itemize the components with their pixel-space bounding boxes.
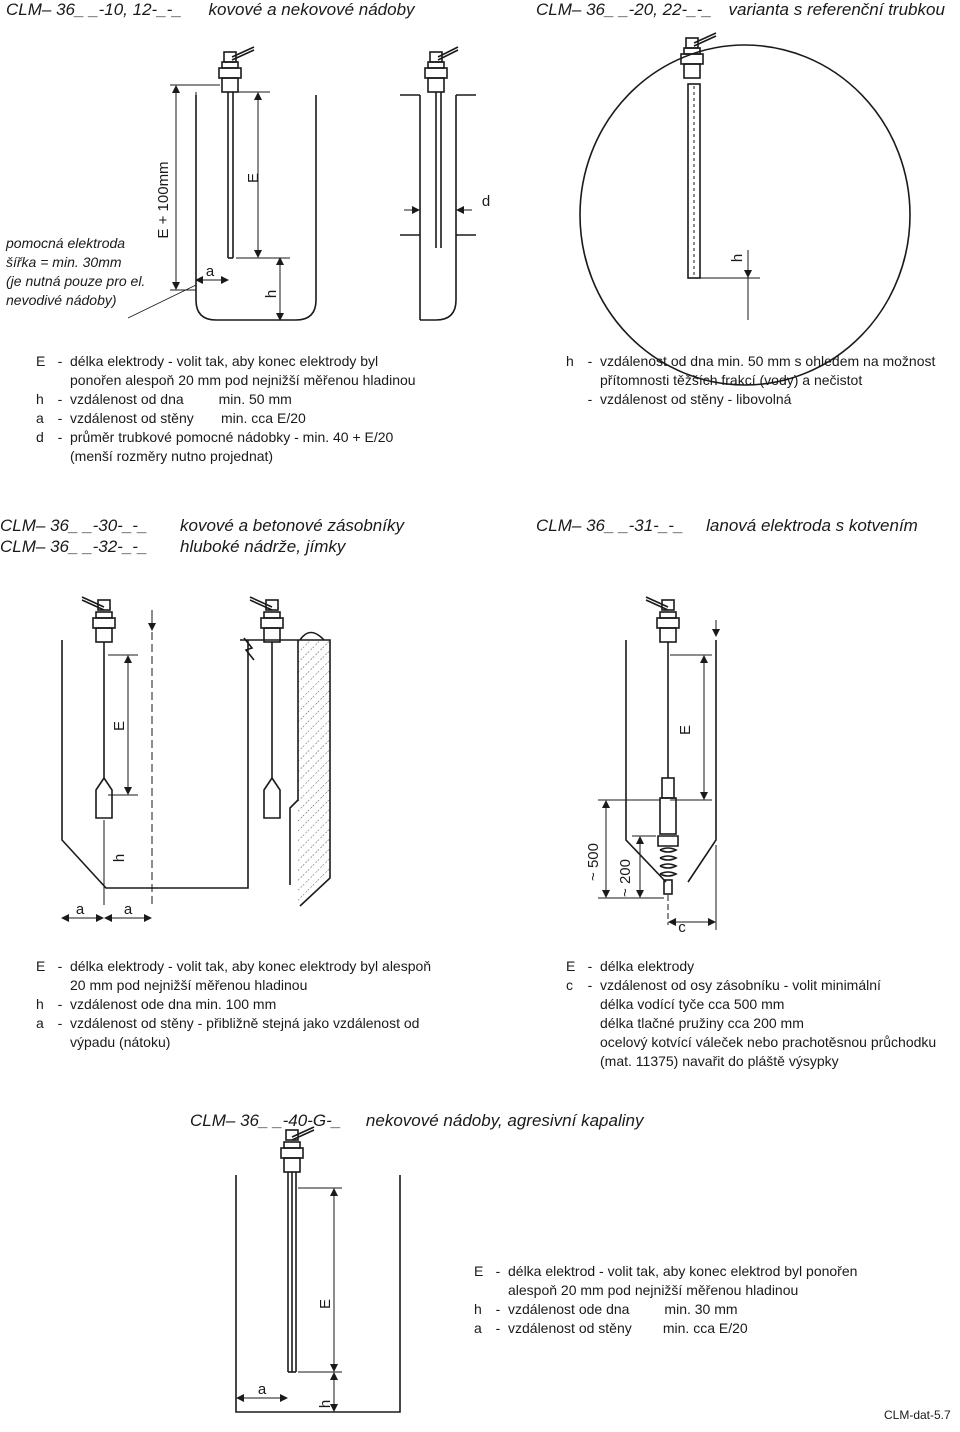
legend-key: a [36, 1015, 44, 1031]
legend-text: vzdálenost ode dna min. 100 mm [70, 996, 277, 1012]
note-line: nevodivé nádoby) [6, 292, 117, 308]
legend-key: h [36, 391, 44, 407]
aux-electrode-note: pomocná elektroda šířka = min. 30mm (je … [6, 234, 145, 310]
dim-label-a2: a [124, 901, 133, 918]
dim-label-500: ~ 500 [585, 843, 602, 881]
dim-label-h: h [111, 854, 128, 862]
dim-label-c: c [678, 919, 686, 936]
document-code: CLM-dat-5.7 [884, 1408, 951, 1422]
vessel-diagram-2 [400, 46, 476, 321]
legend-key: E [474, 1263, 484, 1279]
title-name: kovové a nekovové nádoby [208, 0, 415, 19]
title-name: lanová elektroda s kotvením [706, 516, 918, 535]
tank-diagram-c [625, 596, 720, 925]
title-variant-20-22: CLM– 36_ _-20, 22-_-_ varianta s referen… [536, 0, 945, 20]
title-variant-32: CLM– 36_ _-32-_-_ hluboké nádrže, jímky [0, 537, 345, 557]
dim-label-h-right: h [729, 254, 746, 262]
dim-label-a: a [258, 1381, 267, 1398]
legend-text: vzdálenost od dna min. 50 mm [70, 391, 292, 407]
legend-text: délka elektrody - volit tak, aby konec e… [70, 958, 432, 974]
legend-text: délka elektrody [600, 958, 695, 974]
title-code: CLM– 36_ _-40-G-_ [190, 1111, 342, 1130]
tank-diagram-b [240, 596, 331, 907]
tank-diagram-a [61, 596, 249, 905]
vessel-diagram-4 [235, 1126, 401, 1413]
title-code: CLM– 36_ _-32-_-_ [0, 537, 148, 556]
legend-text: (mat. 11375) navařit do pláště výsypky [600, 1053, 839, 1069]
title-code: CLM– 36_ _-31-_-_ [536, 516, 684, 535]
title-code: CLM– 36_ _-30-_-_ [0, 516, 148, 535]
title-code: CLM– 36_ _-10, 12-_-_ [6, 0, 182, 19]
legend-text: délka vodící tyče cca 500 mm [600, 996, 785, 1012]
dim-label-e: E [111, 721, 128, 731]
legend-text: vzdálenost od stěny - libovolná [600, 391, 792, 407]
dim-label-h: h [317, 1400, 334, 1408]
title-variant-31: CLM– 36_ _-31-_-_ lanová elektroda s kot… [536, 516, 918, 536]
dim-label-a: a [206, 263, 215, 280]
legend-text: vzdálenost od dna min. 50 mm s ohledem n… [600, 353, 936, 369]
legend-text: ocelový kotvící váleček nebo prachotěsno… [600, 1034, 937, 1050]
dim-label-a1: a [76, 901, 85, 918]
title-name: kovové a betonové zásobníky [180, 516, 404, 535]
legend-text: vzdálenost od stěny - přibližně stejná j… [70, 1015, 420, 1031]
legend-text: ponořen alespoň 20 mm pod nejnižší měřen… [70, 372, 416, 388]
legend-text: vzdálenost od stěny min. cca E/20 [508, 1320, 748, 1336]
legend-text: vzdálenost ode dna min. 30 mm [508, 1301, 738, 1317]
title-name: nekovové nádoby, agresivní kapaliny [365, 1111, 644, 1130]
legend-key: h [36, 996, 44, 1012]
title-variant-40: CLM– 36_ _-40-G-_ nekovové nádoby, agres… [190, 1111, 643, 1131]
legend-text: přítomnosti těžších frakcí (vody) a neči… [600, 372, 863, 388]
note-line: pomocná elektroda [6, 235, 126, 251]
legend-key: a [36, 410, 44, 426]
legend-key: h [566, 353, 574, 369]
legend-section2-left: E-délka elektrody - volit tak, aby konec… [36, 958, 432, 1050]
legend-text: alespoň 20 mm pod nejnižší měřenou hladi… [508, 1282, 799, 1298]
legend-text: vzdálenost od stěny min. cca E/20 [70, 410, 306, 426]
dim-label-200: ~ 200 [617, 859, 634, 897]
legend-text: (menší rozměry nutno projednat) [70, 448, 274, 464]
legend-key: h [474, 1301, 482, 1317]
dim-label-total: E + 100mm [155, 161, 172, 238]
legend-key: c [566, 977, 573, 993]
note-line: (je nutná pouze pro el. [6, 273, 146, 289]
legend-key: E [566, 958, 576, 974]
vessel-diagram-3 [579, 32, 911, 386]
dim-label-h: h [263, 290, 280, 298]
title-variant-10-12: CLM– 36_ _-10, 12-_-_ kovové a nekovové … [6, 0, 415, 20]
legend-text: výpadu (nátoku) [70, 1034, 171, 1050]
dim-label-e: E [317, 1299, 334, 1309]
legend-key: a [474, 1320, 482, 1336]
legend-text: průměr trubkové pomocné nádobky - min. 4… [70, 429, 394, 445]
note-line: šířka = min. 30mm [6, 254, 122, 270]
dim-label-d: d [482, 193, 490, 210]
legend-text: délka elektrod - volit tak, aby konec el… [508, 1263, 858, 1279]
legend-key: E [36, 353, 46, 369]
dim-label-e-right: E [677, 725, 694, 735]
legend-key: d [36, 429, 44, 445]
dim-label-e: E [245, 173, 262, 183]
legend-section1-left: E-délka elektrody - volit tak, aby konec… [36, 353, 416, 464]
legend-text: vzdálenost od osy zásobníku - volit mini… [600, 977, 881, 993]
title-name: hluboké nádrže, jímky [180, 537, 346, 556]
title-variant-30: CLM– 36_ _-30-_-_ kovové a betonové zásob… [0, 516, 404, 536]
legend-text: délka tlačné pružiny cca 200 mm [600, 1015, 804, 1031]
legend-section2-right: E-délka elektrody c-vzdálenost od osy zá… [566, 958, 937, 1069]
legend-text: 20 mm pod nejnižší měřenou hladinou [70, 977, 308, 993]
title-name: varianta s referenční trubkou [728, 0, 945, 19]
legend-section3: E-délka elektrod - volit tak, aby konec … [474, 1263, 858, 1336]
legend-section1-right: h-vzdálenost od dna min. 50 mm s ohledem… [566, 353, 936, 407]
legend-key: E [36, 958, 46, 974]
title-code: CLM– 36_ _-20, 22-_-_ [536, 0, 712, 19]
vessel-diagram-1 [195, 46, 317, 321]
legend-text: délka elektrody - volit tak, aby konec e… [70, 353, 379, 369]
